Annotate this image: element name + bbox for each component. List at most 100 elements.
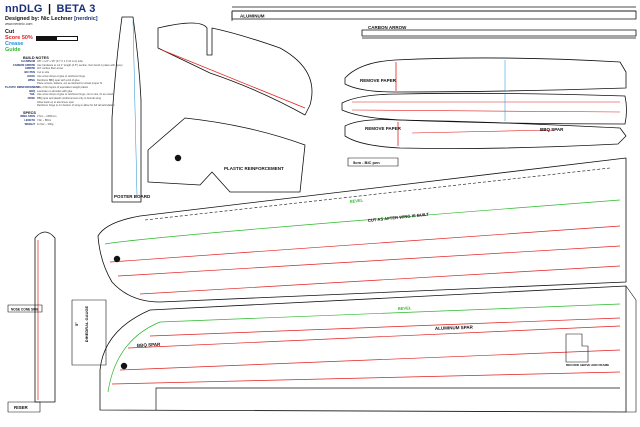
build-note-text: Use 2 thin layers of equivalent weight p… (37, 85, 89, 89)
plastic-reinforcement-label: PLASTIC REINFORCEMENT (224, 166, 284, 171)
designer-credit: Designed by: Nic Lechner [nerdnic] (5, 16, 105, 22)
poster-board-crease (132, 19, 138, 197)
legend-score: Score 50% (5, 35, 105, 41)
legend-crease-label: Crease (5, 41, 24, 47)
build-note-key: TAIL (29, 93, 35, 97)
wing-upper-guide (104, 199, 621, 245)
build-note-text: 3/8" x 1/4" x 36" (0.7 X 1 X 10 mm) tube (37, 60, 83, 63)
bbq-spar-tail-line (411, 129, 556, 134)
spec-value: 27cm ~ 1000mm (37, 115, 57, 119)
fin-score-line (161, 49, 306, 109)
build-note-key: ALUMINUM (20, 60, 35, 63)
wing-bracket (565, 333, 589, 363)
build-note-key: ARROW (24, 67, 35, 71)
build-note-key: BBQ (29, 89, 35, 93)
legend-crease: Crease (5, 41, 105, 47)
wing-lower-score-4 (111, 371, 621, 385)
nose-piece (34, 231, 56, 403)
plastic-reinforcement-piece (147, 117, 306, 193)
aluminum-label: ALUMINUM (240, 14, 265, 19)
legend-score-bar (35, 35, 78, 41)
wing-upper-score-2 (117, 245, 621, 277)
remove-paper-label-1: REMOVE PAPER (360, 78, 397, 83)
remove-paper-label-2: REMOVE PAPER (365, 126, 402, 131)
spec-key: WING SPAN (20, 115, 35, 119)
plastic-reinforcement-hole (174, 154, 182, 162)
wing-lower-inner-cut (155, 387, 620, 410)
title-separator: | (47, 3, 52, 15)
build-note-key: PLASTIC REINFORCEMENT (5, 85, 40, 89)
tail-2-score-lower (351, 109, 621, 113)
build-note-text: Allow track up to aluminum spar (37, 100, 74, 104)
legend-score-fill (36, 36, 57, 40)
wing-lower-score-3 (119, 349, 621, 371)
legend-guide: Guide (5, 47, 105, 53)
build-note-text: Laminate on all sides with glue (37, 89, 73, 93)
build-notes-heading: BUILD NOTES (23, 56, 49, 60)
designer-name: Designed by: Nic Lechner (5, 16, 73, 22)
wing-upper-hole (113, 255, 121, 263)
bracket-note-label: RECORD ABOVE AND FRAME (566, 363, 609, 367)
wing-lower-guide (107, 303, 621, 393)
spec-value: 74in ~ 88cm (37, 118, 52, 122)
build-note-key: BIC PEN (24, 71, 35, 75)
specs-heading: SPECS (23, 111, 36, 116)
designer-handle: [nerdnic] (74, 16, 98, 22)
build-note-text: Use a few drops of glue to reinforce hin… (37, 93, 113, 97)
wing-lower-score-1 (127, 325, 621, 349)
dihedral-gauge-piece (71, 299, 107, 366)
nose-cone-side-label: NOSE CONE SIDE (11, 308, 38, 312)
riser-piece (7, 401, 41, 413)
riser-label: RISER (14, 405, 29, 410)
wing-lower-panel (99, 285, 627, 413)
wing-upper-score-3 (139, 265, 621, 295)
aluminum-tube-outline (231, 10, 637, 20)
dihedral-angle-label: 5° (74, 322, 79, 326)
build-note-text: Use a few drops of glue to reinforce hin… (37, 74, 86, 78)
carbon-arrow-label: CARBON ARROW (368, 25, 407, 30)
sheet-title: nnDLG | BETA 3 (5, 3, 105, 15)
carbon-arrow-outline (361, 29, 637, 37)
spec-key: WEIGHT (24, 122, 35, 126)
build-note-item: Place screws, battens, etc as desired fo… (5, 82, 105, 86)
build-note-item: Reinforce hinge to rim bottom of wing to… (5, 104, 115, 108)
bbq-spar-wing-label: BBQ SPAR (137, 342, 161, 348)
wing-lower-hole (120, 362, 128, 370)
poster-board-label: POSTER BOARD (114, 194, 151, 199)
wing-upper-cut-dashed (144, 167, 611, 221)
bbq-spar-tail-label: BBQ SPAR (540, 127, 564, 132)
wing-upper-score-1 (109, 225, 621, 263)
build-note-item: Allow track up to aluminum spar (5, 101, 105, 105)
wing-lower-score-2 (149, 317, 621, 337)
spec-key: LENGTH (24, 118, 35, 122)
legend-cut: Cut (5, 29, 105, 35)
wing-upper-panel (97, 157, 627, 303)
line-legend: Cut Score 50% Crease Guide (5, 29, 105, 53)
bic-pen-box (347, 157, 399, 167)
legend-cut-label: Cut (5, 29, 15, 35)
legend-score-label: Score 50% (5, 35, 33, 41)
bevel-label-2: BEVEL (398, 305, 412, 311)
tail-piece-1 (344, 57, 627, 93)
build-note-key: NOSE (27, 97, 35, 101)
build-note-text: 3/4" carbon fiber arrow (37, 67, 64, 71)
title-version: BETA 3 (56, 3, 96, 15)
website: www.nerdnic.com (5, 22, 33, 26)
build-note-text: BBQ spar and plastic reinforcement only … (37, 97, 102, 101)
bic-pen-label: 5cm - BIC pen (353, 160, 380, 165)
poster-board-piece (111, 16, 142, 203)
build-note-text: Reinforce hinge to rim bottom of wing to… (37, 104, 115, 108)
